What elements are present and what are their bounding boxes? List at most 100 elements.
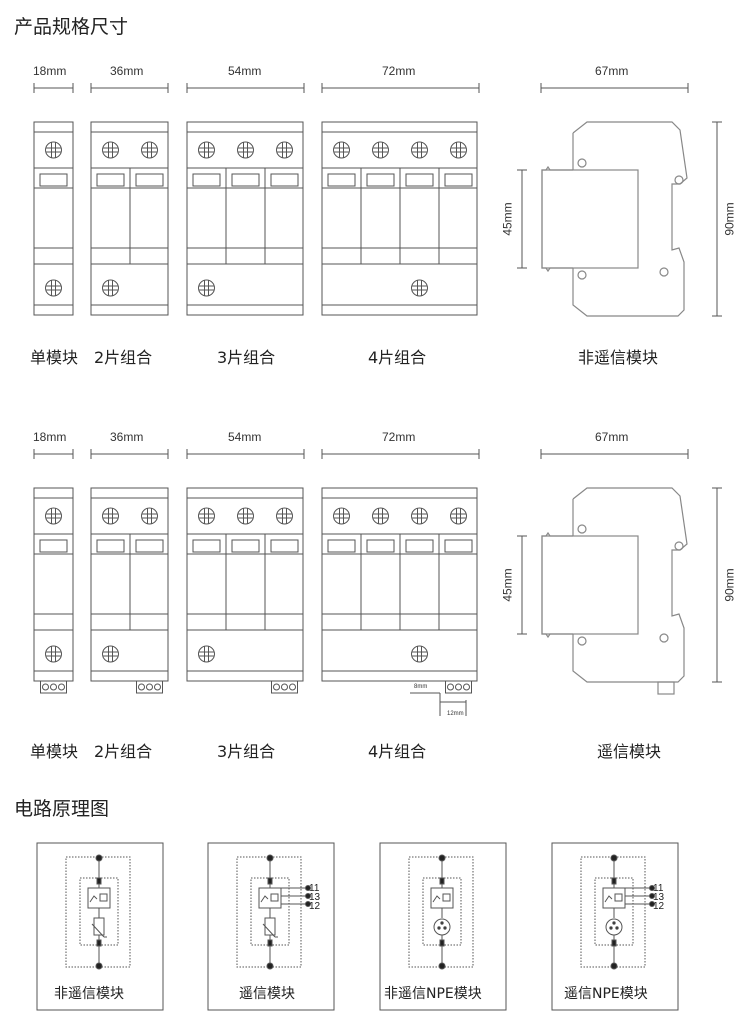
schematic-label-non-remote: 非遥信模块 [54, 986, 124, 1002]
width-label-54mm: 54mm [228, 64, 262, 78]
remote-terminal-block [136, 680, 163, 694]
dimension-line [186, 449, 305, 459]
spd-module-1-pole [33, 487, 74, 694]
height-label-45mm: 45mm [500, 568, 515, 602]
varistor [264, 917, 276, 936]
line [262, 923, 276, 938]
screw-icon [102, 279, 119, 297]
label-remote-module: 遥信模块 [597, 742, 662, 761]
screw-head [141, 141, 158, 159]
spd-module-2-pole [90, 121, 169, 316]
module-body [321, 121, 478, 316]
connector [96, 939, 102, 947]
screw-head [102, 279, 119, 297]
schematic-label-remote-npe: 遥信NPE模块 [564, 986, 648, 1002]
terminal-screw [447, 683, 454, 691]
thermal-disconnector-icon [87, 887, 111, 909]
outer-dotted-enclosure [580, 856, 646, 968]
height-label-90mm: 90mm [722, 202, 737, 236]
status-window [327, 539, 356, 553]
screw-head [450, 507, 467, 525]
status-window [366, 173, 395, 187]
terminal-screw [154, 683, 161, 691]
s-box [442, 893, 451, 902]
terminal-dot [438, 854, 446, 862]
screw-head [237, 507, 254, 525]
rivet [659, 633, 669, 643]
disconnector-box [258, 887, 282, 909]
terminal-dot [266, 962, 274, 970]
width-label-72mm: 72mm [382, 64, 416, 78]
connector [439, 939, 445, 947]
spd-module-1-pole [33, 121, 74, 316]
terminal-screw [146, 683, 153, 691]
terminal-body [445, 680, 472, 694]
gdt-dot [437, 926, 441, 930]
screw-icon [411, 645, 428, 663]
screw-icon [276, 507, 293, 525]
dimension-line [90, 449, 169, 459]
rivet [659, 267, 669, 277]
status-window [327, 173, 356, 187]
housing-outline [572, 487, 688, 683]
gdt-dot [609, 926, 613, 930]
screw-icon [102, 141, 119, 159]
screw-icon [198, 279, 215, 297]
varistor [93, 917, 105, 936]
din-grip [541, 531, 573, 639]
status-window [405, 539, 434, 553]
label-3-pole: 3片组合 [217, 742, 276, 761]
disconnector-box [87, 887, 111, 909]
thermal-disconnector-icon [258, 887, 282, 909]
switch [89, 895, 98, 903]
dimension-line [712, 487, 722, 683]
gdt-dot [443, 926, 447, 930]
gas-discharge-tube-icon [605, 918, 623, 936]
s-box [270, 893, 279, 902]
housing-outline [572, 121, 688, 317]
rivet [577, 524, 587, 534]
dimension-line [33, 83, 74, 93]
s-box [614, 893, 623, 902]
label-single-module: 单模块 [30, 348, 79, 367]
terminal-body [136, 680, 163, 694]
dimension-line [321, 449, 480, 459]
outer-dotted-enclosure [408, 856, 474, 968]
schematic-3 [379, 842, 507, 1011]
height-label-90mm: 90mm [722, 568, 737, 602]
screw-head [102, 141, 119, 159]
status-window [231, 539, 260, 553]
rivet [577, 158, 587, 168]
section-title-dimensions: 产品规格尺寸 [14, 16, 129, 38]
remote-terminal-side [657, 681, 675, 695]
thermal-disconnector-icon [602, 887, 626, 909]
terminal-dot [610, 962, 618, 970]
rivet [674, 175, 684, 185]
screw-icon [102, 645, 119, 663]
connector [267, 877, 273, 885]
screw-icon [45, 645, 62, 663]
label-2-pole: 2片组合 [94, 742, 153, 761]
gdt-dot [612, 921, 616, 925]
terminal-screw [58, 683, 65, 691]
screw-icon [333, 507, 350, 525]
width-label-67mm: 67mm [595, 430, 629, 444]
width-label-18mm: 18mm [33, 430, 67, 444]
screw-head [411, 645, 428, 663]
screw-icon [102, 507, 119, 525]
screw-head [333, 507, 350, 525]
screw-head [372, 507, 389, 525]
terminal-screw [455, 683, 462, 691]
thermal-disconnector-icon [430, 887, 454, 909]
status-window [366, 539, 395, 553]
width-label-36mm: 36mm [110, 430, 144, 444]
screw-icon [411, 141, 428, 159]
dimension-line [540, 83, 689, 93]
screw-icon [276, 141, 293, 159]
module-body [321, 487, 478, 682]
terminal-body [271, 680, 298, 694]
remote-contacts [281, 885, 311, 907]
terminal-screw [42, 683, 49, 691]
screw-head [411, 507, 428, 525]
